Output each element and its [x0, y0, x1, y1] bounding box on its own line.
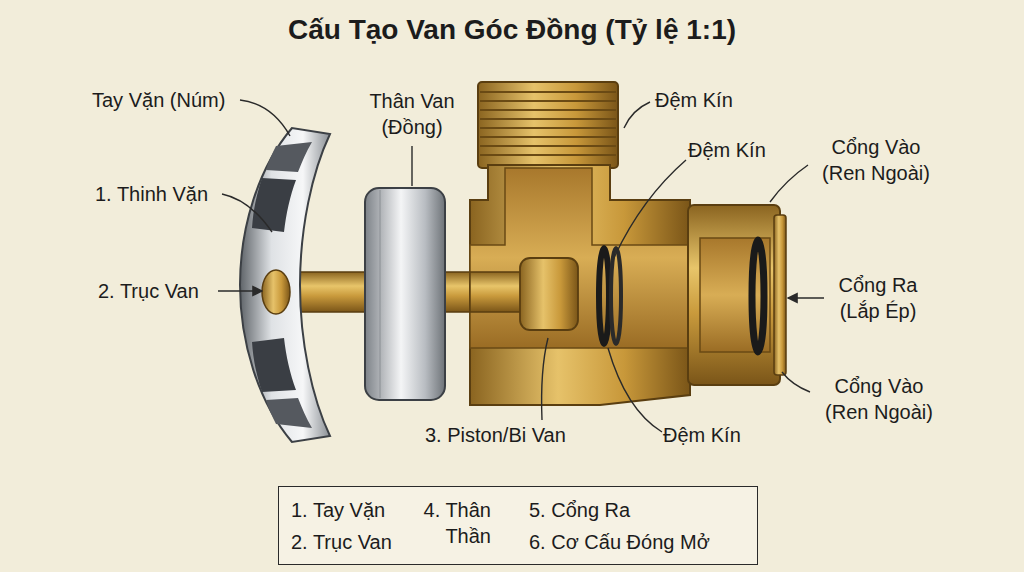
handwheel	[240, 128, 330, 442]
o-ring	[599, 248, 609, 344]
legend-item: 1. Tay Vặn	[291, 497, 385, 523]
wheel-slot	[266, 398, 312, 428]
compression-nut	[688, 205, 780, 385]
wheel-slot	[266, 142, 312, 172]
part-label: 3. Piston/Bi Van	[425, 422, 566, 448]
part-label: 1. Thinh Vặn	[95, 181, 208, 207]
part-label: 2. Trục Van	[98, 278, 199, 304]
part-label: Tay Vặn (Núm)	[92, 87, 225, 113]
legend-item: 6. Cơ Cấu Đóng Mở	[529, 529, 710, 555]
part-label: Cổng Vào (Ren Ngoài)	[812, 134, 940, 186]
legend-item: 2. Trục Van	[291, 529, 392, 555]
collar	[365, 188, 445, 400]
legend-item: 4. Thân Thần	[407, 497, 491, 549]
diagram-title: Cấu Tạo Van Góc Đồng (Tỷ lệ 1:1)	[0, 14, 1024, 46]
thread	[478, 82, 618, 168]
legend-item: 5. Cổng Ra	[529, 497, 630, 523]
part-label: Đệm Kín	[688, 137, 766, 163]
wheel-slot	[252, 178, 296, 232]
part-label: Thân Van (Đồng)	[362, 88, 462, 140]
part-label: Cổng Vào (Ren Ngoài)	[815, 373, 943, 425]
valve-body	[470, 165, 690, 405]
part-label: Cổng Ra (Lắp Ép)	[828, 272, 928, 324]
o-ring	[752, 240, 764, 352]
wheel-slot	[252, 338, 296, 392]
legend-table: 1. Tay Vặn 4. Thân Thần 5. Cổng Ra 2. Trục …	[278, 486, 758, 565]
stem-end	[262, 270, 290, 314]
leader-lines	[218, 100, 824, 432]
cavity	[470, 168, 688, 348]
part-label: Đệm Kín	[655, 87, 733, 113]
o-ring	[611, 248, 621, 344]
piston	[520, 258, 578, 330]
part-label: Đệm Kín	[663, 422, 741, 448]
